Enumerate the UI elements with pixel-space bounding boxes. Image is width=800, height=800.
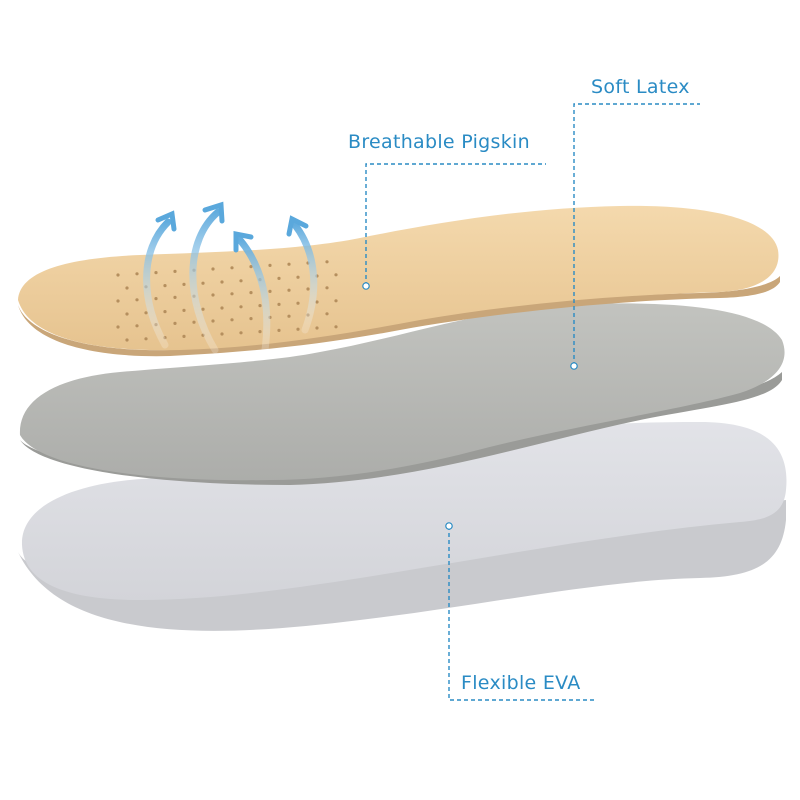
perforation-hole — [201, 307, 205, 311]
perforation-hole — [154, 271, 158, 275]
perforation-hole — [211, 293, 215, 297]
pigskin-leader — [365, 163, 546, 286]
perforation-hole — [249, 291, 253, 295]
perforation-hole — [287, 314, 291, 318]
label-breathable-pigskin: Breathable Pigskin — [348, 131, 530, 153]
perforation-hole — [220, 332, 224, 336]
callout-leaders — [365, 103, 700, 701]
perforation-hole — [277, 276, 281, 280]
eva-layer — [18, 422, 787, 631]
perforation-hole — [239, 331, 243, 335]
pigskin-layer-top — [18, 205, 779, 351]
latex-layer-top — [19, 303, 785, 481]
perforation-hole — [325, 260, 329, 264]
perforation-hole — [125, 286, 129, 290]
perforation-hole — [163, 284, 167, 288]
callout-dots — [362, 282, 578, 530]
perforation-hole — [182, 308, 186, 312]
perforation-hole — [125, 338, 129, 342]
perforation-hole — [154, 297, 158, 301]
perforation-hole — [173, 321, 177, 325]
perforation-hole — [315, 326, 319, 330]
latex-dot — [570, 362, 578, 370]
label-flexible-eva: Flexible EVA — [461, 672, 581, 694]
perforation-hole — [201, 281, 205, 285]
perforation-hole — [239, 305, 243, 309]
perforation-hole — [116, 299, 120, 303]
perforation-hole — [211, 267, 215, 271]
perforation-holes — [116, 260, 338, 342]
label-soft-latex: Soft Latex — [591, 76, 690, 98]
perforation-hole — [268, 289, 272, 293]
perforation-hole — [325, 286, 329, 290]
perforation-hole — [287, 262, 291, 266]
perforation-hole — [211, 319, 215, 323]
perforation-hole — [334, 325, 338, 329]
perforation-hole — [192, 320, 196, 324]
perforation-hole — [182, 334, 186, 338]
perforation-hole — [135, 298, 139, 302]
eva-layer-top — [21, 422, 787, 600]
perforation-hole — [116, 325, 120, 329]
perforation-hole — [239, 279, 243, 283]
perforation-hole — [258, 304, 262, 308]
perforation-hole — [125, 312, 129, 316]
perforation-hole — [230, 292, 234, 296]
pigskin-dot — [362, 282, 370, 290]
airflow-arrows-icon — [143, 201, 318, 354]
perforation-hole — [173, 269, 177, 273]
perforation-hole — [116, 273, 120, 277]
perforation-hole — [306, 287, 310, 291]
perforation-hole — [173, 295, 177, 299]
perforation-hole — [268, 263, 272, 267]
latex-leader — [573, 103, 700, 366]
perforation-hole — [334, 299, 338, 303]
perforation-hole — [277, 328, 281, 332]
perforation-hole — [249, 265, 253, 269]
eva-dot — [445, 522, 453, 530]
perforation-hole — [325, 312, 329, 316]
perforation-hole — [230, 266, 234, 270]
perforation-hole — [144, 337, 148, 341]
perforation-hole — [230, 318, 234, 322]
perforation-hole — [296, 275, 300, 279]
perforation-hole — [258, 330, 262, 334]
perforation-hole — [334, 273, 338, 277]
perforation-hole — [135, 324, 139, 328]
perforation-hole — [249, 317, 253, 321]
pigskin-layer-edge — [18, 276, 780, 357]
perforation-hole — [315, 300, 319, 304]
perforation-hole — [163, 310, 167, 314]
perforation-hole — [220, 306, 224, 310]
perforation-hole — [135, 272, 139, 276]
perforation-hole — [296, 327, 300, 331]
perforation-hole — [277, 302, 281, 306]
perforation-hole — [144, 311, 148, 315]
pigskin-layer — [18, 205, 780, 357]
eva-leader — [448, 526, 595, 701]
perforation-hole — [220, 280, 224, 284]
perforation-hole — [182, 282, 186, 286]
perforation-hole — [296, 301, 300, 305]
latex-layer — [19, 303, 785, 485]
perforation-hole — [287, 288, 291, 292]
